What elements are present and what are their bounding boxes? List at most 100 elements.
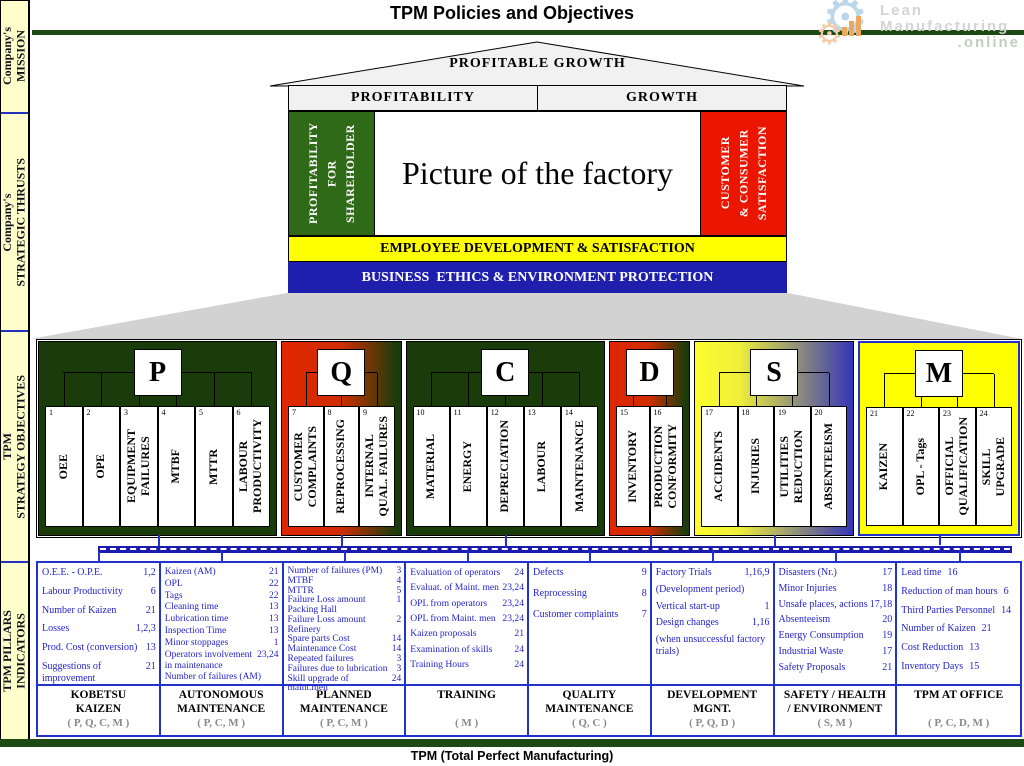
indicator-label: Evaluat. of Maint. men: [410, 582, 499, 594]
indicator-label: Kaizen (AM): [164, 567, 216, 577]
pillar-letters: ( P, C, M ): [319, 717, 368, 729]
sidebar-item-company-mission: Company's MISSION: [0, 1, 28, 114]
indicator-ref: 9: [641, 567, 647, 578]
indicator-label: Minor Injuries: [778, 582, 837, 594]
indicator-label: Safety Proposals: [778, 661, 846, 673]
indicator-row: Number of failures (AM): [165, 672, 279, 683]
sidebar-item-tpm-strategy-objectives: TPM STRATEGY OBJECTIVES: [0, 332, 28, 563]
indicator-ref: 1,2,3: [135, 623, 156, 635]
objective-item-number: 8: [327, 408, 332, 417]
indicator-ref: 2: [396, 614, 402, 625]
indicator-label: Design changes: [655, 617, 719, 629]
indicator-row: Disasters (Nr.)17: [779, 567, 893, 579]
gear-icon: ⚙ ⚙: [816, 0, 869, 52]
objective-item-label: REPROCESSING: [333, 419, 348, 514]
objective-item-number: 2: [86, 408, 91, 417]
indicator-connector-bar: [98, 546, 1012, 553]
connector-stub: [993, 374, 995, 407]
indicator-label: MTBF: [287, 575, 314, 586]
objective-item-number: 7: [292, 408, 296, 417]
pillar-letters: ( P, C, D, M ): [927, 717, 990, 729]
indicator-label: Skill upgrade of maint.men: [287, 673, 349, 694]
indicator-row: Kaizen (AM) 21: [165, 567, 279, 578]
objective-item-label: UTILITIES REDUCTION: [777, 429, 806, 504]
indicator-label: Number of Kaizen: [42, 604, 117, 616]
indicator-ref: 21: [269, 567, 279, 577]
indicator-label: Number of failures (AM): [164, 672, 262, 683]
indicator-label: Number of failures (PM): [287, 566, 383, 576]
indicator-ref: 4: [396, 575, 402, 586]
pillar-name: KOBETSU KAIZEN: [70, 689, 127, 715]
connector-stub: [376, 373, 378, 406]
objective-item-label: INJURIES: [747, 438, 762, 495]
indicator-label: Cost Reduction: [901, 642, 964, 654]
indicator-label: Failure Loss amount Packing Hall: [287, 595, 366, 616]
indicator-ref: 8: [641, 587, 647, 599]
connector-stub: [884, 374, 886, 407]
objective-item-label: DEPRECIATION: [497, 420, 512, 513]
objective-item-label: KAIZEN: [876, 442, 891, 491]
indicator-label: Third Parties Personnel: [901, 604, 996, 616]
indicator-label: Maintenance Cost: [287, 644, 357, 655]
indicator-ref: 1,16,9: [744, 567, 770, 578]
indicator-label: Reduction of man hours: [901, 585, 998, 597]
indicator-ref: 21: [145, 604, 156, 616]
indicator-ref: 24: [391, 673, 402, 684]
pillar-name: TRAINING: [437, 689, 497, 701]
indicator-label: Operators involvement in maintenance: [164, 649, 253, 671]
pillar-names-row: KOBETSU KAIZEN( P, Q, C, M )AUTONOMOUS M…: [38, 684, 1020, 735]
factory-picture-placeholder: Picture of the factory: [375, 111, 700, 236]
indicator-label: Tags: [164, 590, 183, 601]
pillar-letters: ( M ): [455, 717, 479, 729]
customer-pillar: CUSTOMER & CONSUMER SATISFACTION: [700, 111, 787, 236]
header-divider: [32, 30, 1024, 35]
connector-stub: [305, 373, 307, 406]
pillar-letters: ( P, Q, D ): [689, 717, 736, 729]
growth-cell: GROWTH: [538, 85, 787, 111]
indicator-ref: 14: [391, 634, 402, 645]
connector-stub: [468, 373, 470, 406]
objective-item-number: 19: [778, 408, 786, 417]
indicator-ref: 13: [269, 614, 279, 625]
indicator-ref: 1,2: [143, 567, 156, 578]
indicator-ref: 21: [145, 660, 156, 672]
pillar-letter-m: M: [915, 350, 963, 397]
objective-item-number: 13: [527, 408, 536, 417]
objective-item-number: 6: [236, 408, 241, 417]
pillar-name-cell-1: KOBETSU KAIZEN( P, Q, C, M ): [38, 686, 161, 735]
